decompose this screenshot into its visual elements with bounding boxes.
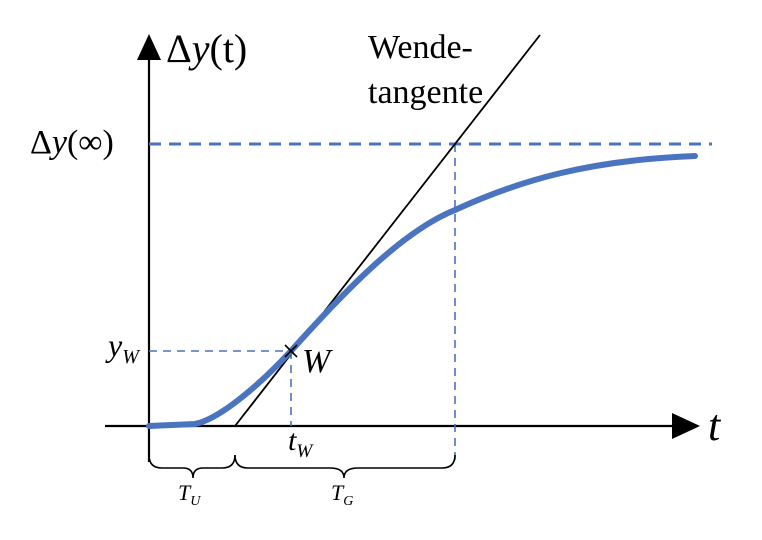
inflection-tangent-line — [234, 34, 541, 427]
step-response-curve — [146, 153, 698, 429]
inflection-point-marker — [284, 344, 298, 358]
tangent-label-line2: tangente — [368, 74, 483, 111]
y-axis-label: Δy(t) — [166, 26, 247, 71]
inflection-point-label: W — [302, 343, 333, 380]
tg-label: TG — [331, 480, 353, 509]
yw-label: yW — [105, 327, 141, 368]
tw-label: tW — [288, 424, 314, 462]
tg-brace — [234, 454, 456, 479]
y-axis-arrow — [137, 34, 161, 60]
tu-label: TU — [178, 480, 201, 509]
x-axis-label: t — [708, 401, 722, 450]
tangent-label-line1: Wende- — [368, 29, 473, 66]
final-value-label: Δy(∞) — [30, 124, 114, 161]
tu-brace — [148, 454, 236, 479]
x-axis-arrow — [672, 413, 700, 439]
